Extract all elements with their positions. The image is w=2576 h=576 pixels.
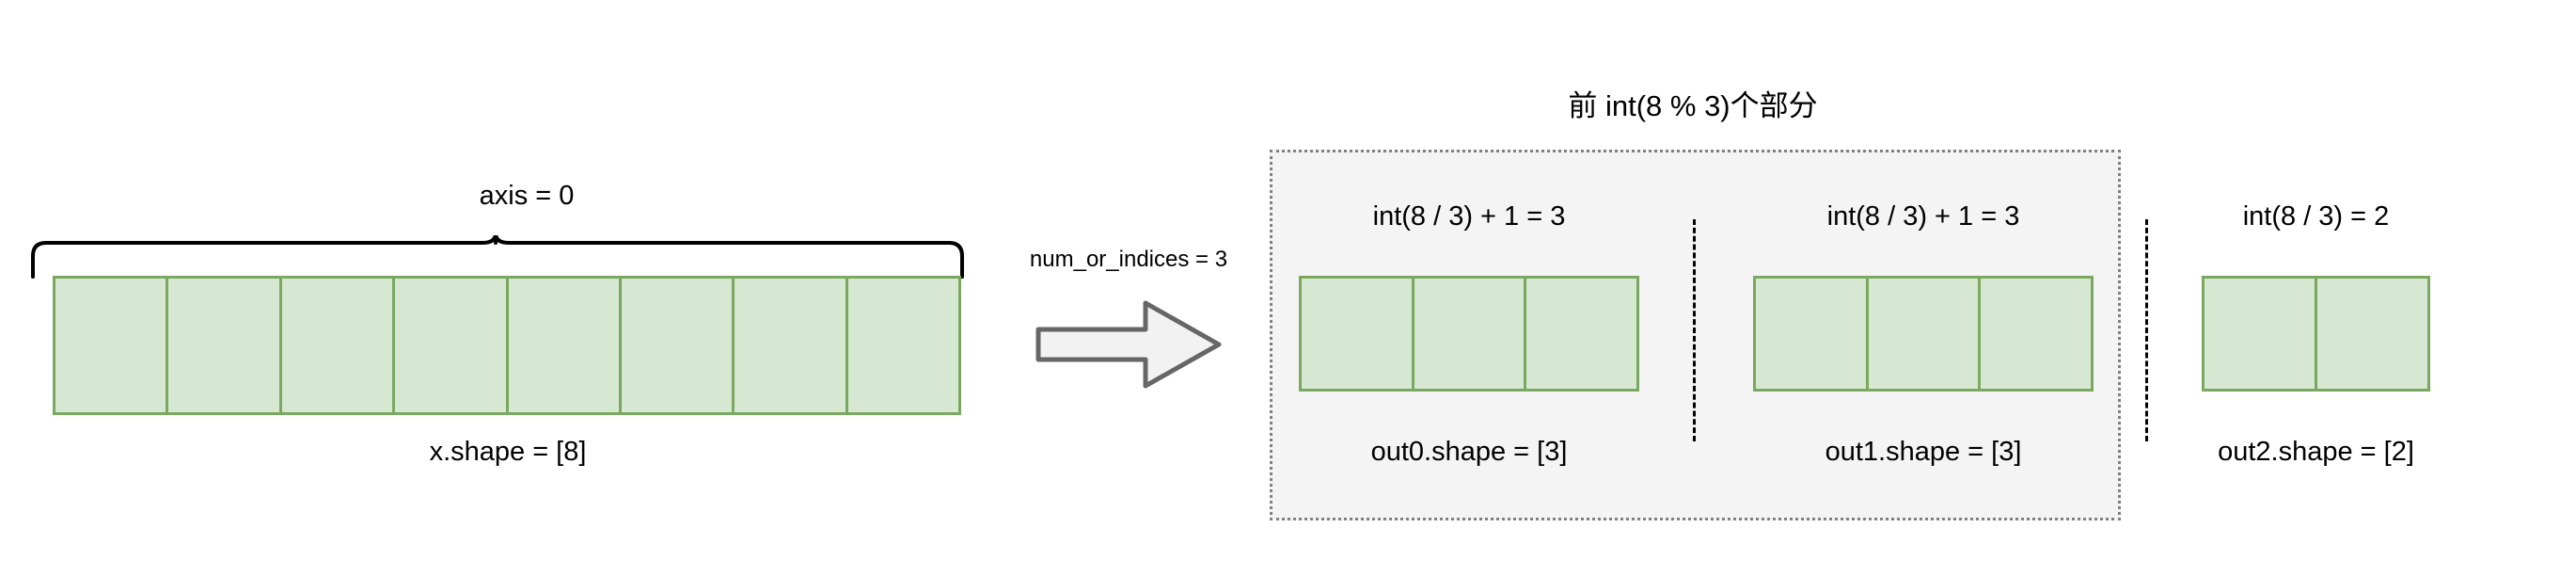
source-tensor-cell: [847, 279, 958, 412]
source-shape-label: x.shape = [8]: [429, 437, 587, 467]
output-2-shape-label: out2.shape = [2]: [2218, 437, 2414, 467]
output-separator-2: [2145, 219, 2148, 441]
output-1-formula: int(8 / 3) + 1 = 3: [1826, 201, 2020, 232]
output-2-strip: [2202, 276, 2430, 392]
output-1-cell: [1868, 279, 1979, 389]
source-tensor-cell: [621, 279, 733, 412]
axis-brace: [31, 224, 964, 279]
output-1-cell: [1981, 279, 2092, 389]
source-tensor-cell: [281, 279, 393, 412]
output-1-cell: [1756, 279, 1866, 389]
source-tensor-cell: [508, 279, 619, 412]
source-tensor-cell: [168, 279, 279, 412]
output-1-shape-label: out1.shape = [3]: [1825, 437, 2022, 467]
source-tensor-cell: [735, 279, 845, 412]
output-0-strip: [1299, 276, 1639, 392]
output-0-formula: int(8 / 3) + 1 = 3: [1372, 201, 1566, 232]
source-tensor-cell: [55, 279, 166, 412]
output-separator-1: [1693, 219, 1696, 441]
output-2-cell: [2317, 279, 2427, 389]
output-0-cell: [1414, 279, 1525, 389]
axis-label: axis = 0: [479, 181, 575, 211]
block-arrow-right-icon: [1035, 299, 1223, 390]
num-or-indices-label: num_or_indices = 3: [1029, 247, 1228, 272]
panel-title: 前 int(8 % 3)个部分: [1568, 89, 1818, 122]
output-0-cell: [1526, 279, 1637, 389]
source-tensor-strip: [53, 276, 961, 415]
output-2-formula: int(8 / 3) = 2: [2242, 201, 2390, 232]
output-1-strip: [1753, 276, 2094, 392]
output-0-shape-label: out0.shape = [3]: [1370, 437, 1568, 467]
output-0-cell: [1302, 279, 1412, 389]
source-tensor-cell: [395, 279, 506, 412]
output-2-cell: [2205, 279, 2315, 389]
